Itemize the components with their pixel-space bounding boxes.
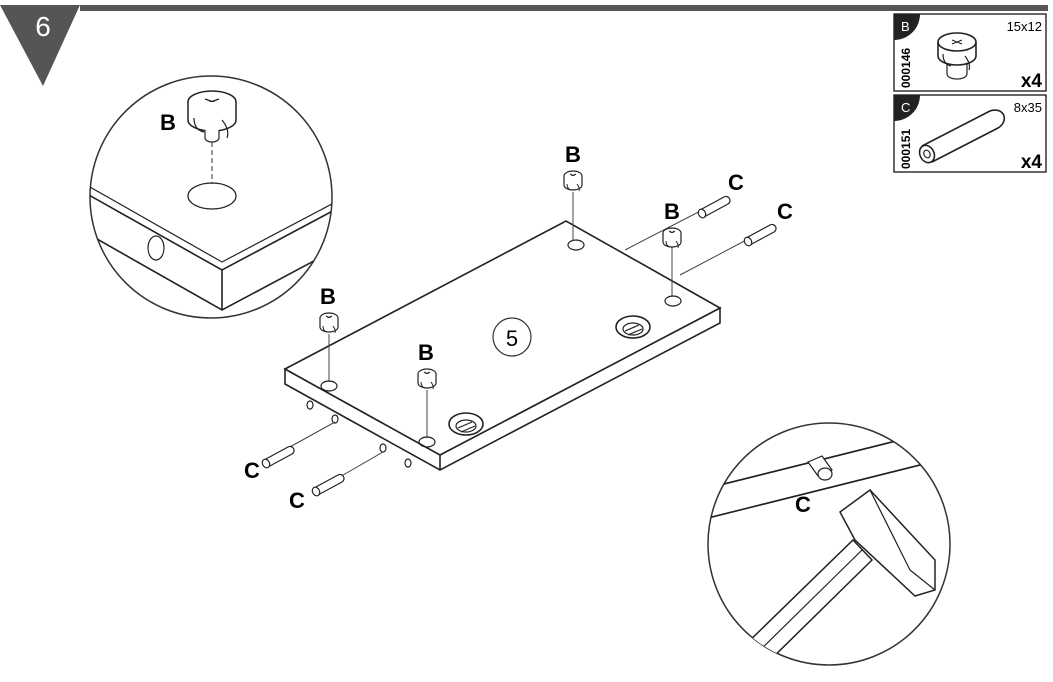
part-c-code: 000151 — [899, 129, 913, 169]
cam-lock-icon — [563, 170, 583, 192]
callout-b: B — [664, 199, 680, 224]
edge-hole — [331, 414, 339, 424]
parts-legend: B 15x12 000146 x4 C 8x35 000151 x4 — [893, 13, 1047, 173]
cam-recess — [448, 412, 484, 436]
part-b-letter: B — [901, 19, 910, 34]
panel-5: 5 — [283, 220, 722, 471]
leader-lines — [287, 192, 755, 479]
part-c-size: 8x35 — [1014, 100, 1042, 115]
part-c-card: C 8x35 000151 x4 — [893, 94, 1047, 173]
cam-lock-icon — [187, 90, 237, 143]
callout-b: B — [418, 340, 434, 365]
part-b-size: 15x12 — [1007, 19, 1042, 34]
panel-number-circle — [492, 317, 532, 357]
cam-lock-icon — [662, 227, 682, 249]
step-badge — [0, 5, 80, 86]
header-bar — [80, 5, 1048, 11]
part-c-tag — [894, 95, 920, 121]
hammer-icon — [738, 489, 936, 665]
cam-lock-icon — [937, 32, 977, 80]
callout-c: C — [244, 458, 260, 483]
dowel-icon — [742, 223, 777, 248]
dowel-icon — [807, 455, 833, 481]
top-hole — [664, 295, 682, 307]
callout-c: C — [777, 199, 793, 224]
edge-hole — [306, 400, 314, 410]
panel-number: 5 — [506, 326, 518, 351]
part-b-qty: x4 — [1021, 71, 1043, 92]
cam-recess — [615, 315, 651, 339]
edge-hole — [404, 458, 412, 468]
callout-c: C — [728, 170, 744, 195]
header: 6 — [0, 5, 1048, 86]
dowel-hole — [147, 235, 165, 261]
callout-c: C — [795, 492, 811, 517]
cam-lock-icon — [319, 312, 339, 334]
step-number: 6 — [35, 11, 51, 42]
callout-b: B — [160, 110, 176, 135]
part-b-code: 000146 — [899, 48, 913, 88]
dowel-icon — [696, 195, 731, 220]
dowel-icon — [260, 445, 295, 470]
callout-labels: B B B B C C C C — [244, 142, 793, 513]
cam-lock-icon — [417, 368, 437, 390]
dowel-icon — [310, 473, 345, 498]
detail-cam-lock: B — [89, 75, 333, 319]
part-b-tag — [894, 14, 920, 40]
callout-b: B — [320, 284, 336, 309]
detail-dowel-hammer: C — [707, 422, 951, 666]
edge-hole — [379, 443, 387, 453]
part-c-qty: x4 — [1021, 152, 1043, 173]
part-c-letter: C — [901, 100, 910, 115]
callout-b: B — [565, 142, 581, 167]
top-hole — [567, 239, 585, 251]
part-b-card: B 15x12 000146 x4 — [893, 13, 1047, 92]
callout-c: C — [289, 488, 305, 513]
dowel-icon — [918, 109, 1006, 164]
